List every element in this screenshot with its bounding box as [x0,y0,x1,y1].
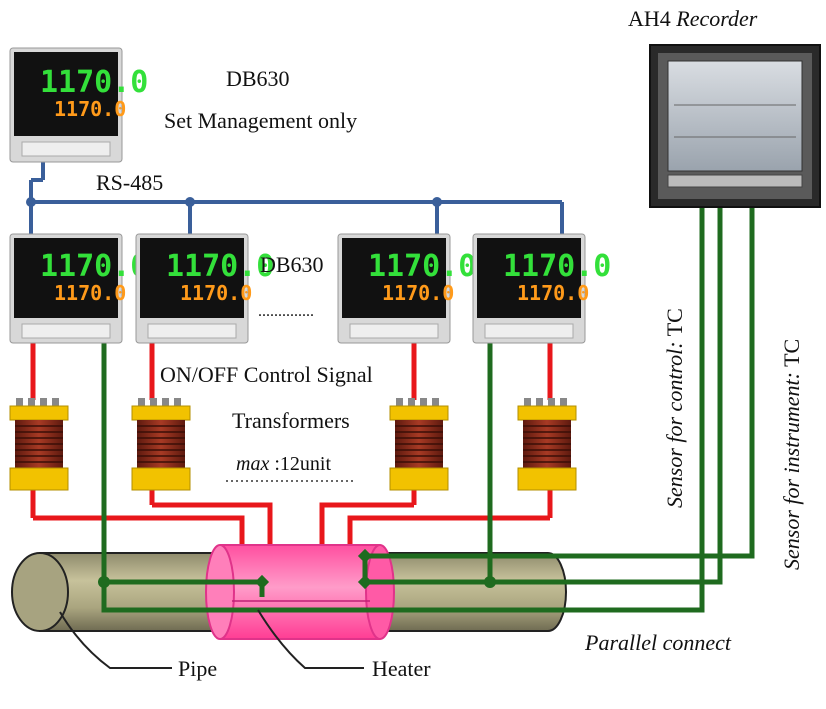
pv-readout: 1170.0 [40,249,148,284]
sensor-junction-dots [98,548,496,590]
sv-readout: 1170.0 [54,97,126,121]
master-note-label: Set Management only [164,108,357,133]
sv-readout: 1170.0 [54,281,126,305]
bus-junction-dot [26,197,36,207]
slave-controller-2: 1170.0 1170.0 [135,233,274,344]
sensor-junction-dot [484,576,496,588]
slave-controller-3: 1170.0 1170.0 [337,233,476,344]
max-value: :12unit [274,453,331,475]
pipe-end [11,552,69,632]
sv-readout: 1170.0 [180,281,252,305]
transformers [9,398,577,491]
slave-controller-1: 1170.0 1170.0 [9,233,148,344]
recorder-model: AH4 [628,6,671,31]
rs485-bus [29,162,564,236]
sv-readout: 1170.0 [382,281,454,305]
sv-readout: 1170.0 [517,281,589,305]
transformer [517,398,577,491]
sensor-instrument-italic: Sensor for instrument: [779,372,804,570]
sensor-control-label: Sensor for control: TC [662,308,687,508]
bus-junction-dots [26,197,442,207]
pipe-label: Pipe [178,656,217,681]
pv-readout: 1170.0 [368,249,476,284]
sensor-junction-dot [98,576,110,588]
master-controller: 1170.0 1170.0 [9,47,148,163]
pv-readout: 1170.0 [503,249,611,284]
transformer [389,398,449,491]
sensor-tip [357,574,373,590]
recorder-label: AH4 Recorder [628,6,758,31]
pv-readout: 1170.0 [166,249,274,284]
leader-lines [59,609,364,669]
transformer [131,398,191,491]
control-signal-label: ON/OFF Control Signal [160,362,373,387]
heater [205,544,395,640]
sensor-tip [254,574,270,590]
sensor-instrument-tc: TC [779,339,804,367]
ellipsis-label: .............. [258,303,314,320]
bus-junction-dot [432,197,442,207]
pv-readout: 1170.0 [40,65,148,100]
parallel-connect-label: Parallel connect [584,630,732,655]
sensor-control-tc: TC [662,308,687,336]
slave-controller-4: 1170.0 1170.0 [472,233,611,344]
sensor-instrument-label: Sensor for instrument: TC [779,339,804,570]
bus-label: RS-485 [96,170,163,195]
sensor-control-italic: Sensor for control: [662,341,687,508]
max-units-label: max :12unit [236,453,331,475]
ah4-recorder [649,44,821,208]
transformers-label: Transformers [232,408,350,433]
sensor-wires [101,205,755,613]
master-model-label: DB630 [226,66,290,91]
sensor-tip [357,548,373,564]
bus-junction-dot [185,197,195,207]
transformer [9,398,69,491]
max-prefix: max [236,453,269,475]
power-wires [30,343,553,548]
slave-model-label: DB630 [260,252,324,277]
heater-label: Heater [372,656,431,681]
recorder-word: Recorder [675,6,757,31]
